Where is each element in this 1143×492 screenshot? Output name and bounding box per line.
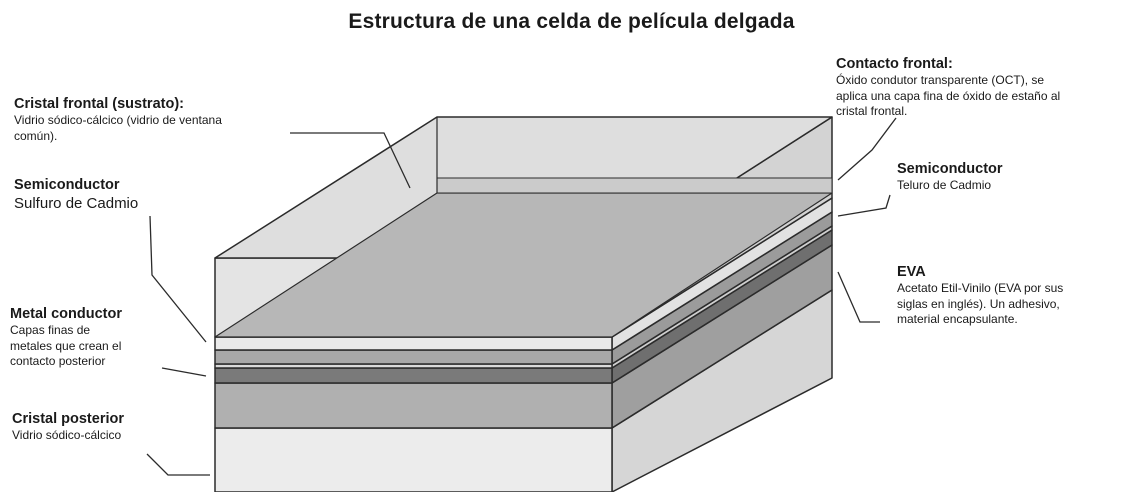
eva-desc-line2: siglas en inglés). Un adhesivo,: [897, 296, 1060, 311]
back-glass-desc: Vidrio sódico-cálcico: [12, 428, 122, 442]
semiconductor-cds-front: [214, 336, 613, 351]
front-contact-desc-line1: Óxido condutor transparente (OCT), se: [836, 73, 1045, 87]
semiconductor-left-heading: Semiconductor: [14, 177, 120, 193]
front-contact-desc-line3: cristal frontal.: [836, 104, 908, 118]
metal-desc-line2: metales que crean el: [10, 338, 122, 353]
semiconductor-cdte-front: [214, 349, 613, 365]
metal-dark-front: [214, 367, 613, 384]
leader-eva: [837, 271, 880, 323]
eva-desc-line3: material encapsulante.: [897, 312, 1018, 326]
leader-back-glass: [146, 453, 210, 476]
label-semiconductor-left: Semiconductor Sulfuro de Cadmio: [14, 176, 138, 213]
eva-desc-line1: Acetato Etil-Vinilo (EVA por sus: [897, 281, 1064, 295]
leader-semi-right: [837, 194, 891, 217]
leader-semi-left: [149, 215, 207, 343]
back-glass-heading: Cristal posterior: [12, 411, 124, 427]
front-glass-heading: Cristal frontal (sustrato):: [14, 96, 184, 112]
label-metal-conductor: Metal conductor Capas finas de metales q…: [10, 305, 122, 370]
metal-heading: Metal conductor: [10, 306, 122, 322]
label-front-contact: Contacto frontal: Óxido condutor transpa…: [836, 55, 1060, 120]
label-eva: EVA Acetato Etil-Vinilo (EVA por sus sig…: [897, 263, 1063, 328]
front-contact-heading: Contacto frontal:: [836, 56, 953, 72]
eva-front: [214, 382, 613, 429]
label-front-glass: Cristal frontal (sustrato): Vidrio sódic…: [14, 95, 222, 144]
leader-front-contact: [837, 117, 897, 181]
back-glass-front: [214, 427, 613, 492]
front-glass-desc-line2: común).: [14, 128, 58, 143]
oct-band: [436, 177, 833, 194]
eva-heading: EVA: [897, 264, 926, 280]
label-back-glass: Cristal posterior Vidrio sódico-cálcico: [12, 410, 124, 444]
label-semiconductor-right: Semiconductor Teluro de Cadmio: [897, 160, 1003, 194]
leader-front-glass: [290, 132, 411, 189]
metal-desc-line1: Capas finas de: [10, 323, 91, 337]
front-contact-desc-line2: aplica una capa fina de óxido de estaño …: [836, 88, 1061, 103]
metal-desc-line3: contacto posterior: [10, 354, 106, 368]
front-glass-desc-line1: Vidrio sódico-cálcico (vidrio de ventana: [14, 113, 222, 127]
leader-metal: [161, 367, 207, 377]
semiconductor-left-desc: Sulfuro de Cadmio: [14, 195, 139, 212]
semiconductor-right-desc: Teluro de Cadmio: [897, 178, 992, 192]
semiconductor-right-heading: Semiconductor: [897, 161, 1003, 177]
diagram-title: Estructura de una celda de película delg…: [348, 10, 795, 33]
